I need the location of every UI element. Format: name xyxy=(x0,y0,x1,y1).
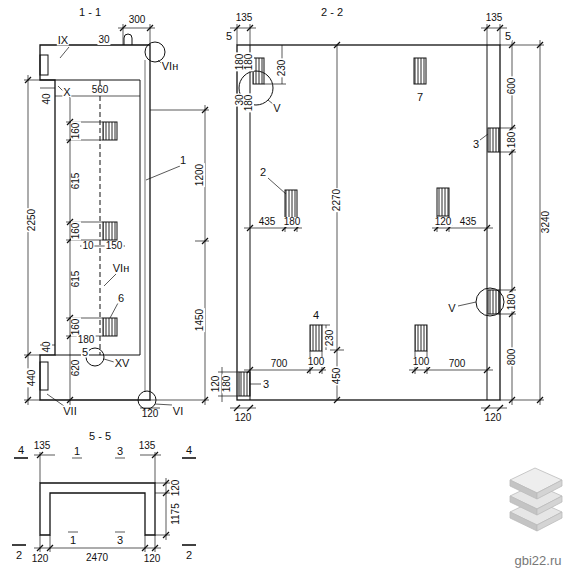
dimension-label: 3240 xyxy=(541,210,551,234)
section-title: 2 - 2 xyxy=(320,7,344,18)
dimension-label: 700 xyxy=(448,359,467,369)
dimension-label: 180 xyxy=(222,375,232,394)
dimension-label: 40 xyxy=(42,92,52,105)
callout-number: 1 xyxy=(69,535,77,546)
dimension-label: 2250 xyxy=(27,208,37,232)
callout-number: V xyxy=(447,303,456,314)
dimension-label: 1200 xyxy=(195,163,205,187)
dimension-label: 120 xyxy=(143,554,162,564)
callout-number: 2 xyxy=(15,550,23,561)
dimension-label: 180 xyxy=(244,94,254,113)
callout-number: 6 xyxy=(117,293,125,304)
callout-number: V xyxy=(272,103,281,114)
callout-number: XV xyxy=(114,358,131,369)
dimension-label: 180 xyxy=(283,217,302,227)
dimension-label: 300 xyxy=(128,15,147,25)
dimension-label: 1450 xyxy=(195,308,205,332)
dimension-label: 120 xyxy=(141,409,160,419)
callout-number: 1 xyxy=(179,155,187,166)
dimension-label: 120 xyxy=(434,217,453,227)
dimension-label: 100 xyxy=(307,357,326,367)
callout-number: VIн xyxy=(112,263,130,274)
dimension-label: 230 xyxy=(325,329,335,348)
callout-number: 7 xyxy=(416,92,424,103)
dimension-label: 450 xyxy=(332,367,342,386)
callout-number: 3 xyxy=(116,446,124,457)
callout-number: X xyxy=(62,87,71,98)
callout-number: VIн xyxy=(161,61,179,72)
callout-number: 5 xyxy=(225,31,233,42)
callout-number: 4 xyxy=(312,310,320,321)
dimension-label: 800 xyxy=(507,348,517,367)
callout-number: VI xyxy=(172,406,184,417)
dimension-label: 120 xyxy=(211,375,221,394)
dimension-label: 160 xyxy=(71,222,81,241)
dimension-label: 615 xyxy=(71,172,81,191)
dimension-label: 160 xyxy=(71,318,81,337)
dimension-label: 440 xyxy=(27,369,37,388)
callout-number: 4 xyxy=(185,445,193,456)
dimension-label: 435 xyxy=(258,217,277,227)
dimension-label: 160 xyxy=(71,122,81,141)
dimension-label: 1175 xyxy=(171,502,181,526)
dimension-label: 435 xyxy=(459,217,478,227)
callout-number: 1 xyxy=(73,446,81,457)
dimension-label: 120 xyxy=(31,554,50,564)
dimension-label: 135 xyxy=(485,13,504,23)
dimension-label: 30 xyxy=(97,35,110,45)
dimension-label: 560 xyxy=(91,85,110,95)
callout-number: 2 xyxy=(259,167,267,178)
callout-number: 3 xyxy=(472,139,480,150)
dimension-label: 150 xyxy=(105,241,124,251)
dimension-label: 2470 xyxy=(85,553,109,563)
dimension-label: 40 xyxy=(42,340,52,353)
dimension-label: 120 xyxy=(234,413,253,423)
dimension-label: 120 xyxy=(171,479,181,498)
section-title: 5 - 5 xyxy=(88,431,112,442)
dimension-label: 180 xyxy=(507,131,517,150)
callout-number: VII xyxy=(62,406,77,417)
dimension-label: 120 xyxy=(484,413,503,423)
dimension-label: 2270 xyxy=(332,188,342,212)
dimension-label: 135 xyxy=(33,441,52,451)
dimension-label: 10 xyxy=(81,241,94,251)
dimension-label: 135 xyxy=(138,441,157,451)
dimension-label: 180 xyxy=(507,293,517,312)
dimension-label: 700 xyxy=(270,359,289,369)
callout-number: IX xyxy=(57,35,69,46)
callout-number: 5 xyxy=(504,31,512,42)
dimension-label: 135 xyxy=(235,13,254,23)
dimension-label: 180 xyxy=(77,335,96,345)
callout-number: 3 xyxy=(116,535,124,546)
callout-number: 3 xyxy=(262,379,270,390)
callout-number: 4 xyxy=(17,445,25,456)
dimension-label: 600 xyxy=(507,77,517,96)
callout-number: 2 xyxy=(185,550,193,561)
dimension-label: 620 xyxy=(71,359,81,378)
watermark: gbi22.ru xyxy=(514,554,563,567)
dimension-label: 615 xyxy=(71,270,81,289)
dimension-label: 230 xyxy=(277,59,287,78)
section-title: 1 - 1 xyxy=(78,7,102,18)
dimension-label: 100 xyxy=(412,357,431,367)
callout-number: 5 xyxy=(81,347,89,358)
dimension-label: 180 xyxy=(244,53,254,72)
